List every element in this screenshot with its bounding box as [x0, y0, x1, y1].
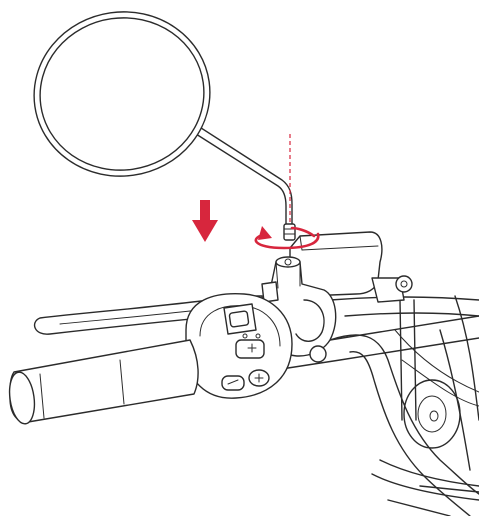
- switch-housing: [185, 293, 293, 399]
- handlebar-grip: [8, 339, 199, 425]
- rotation-arrow-icon: [254, 226, 320, 250]
- master-cylinder: [289, 231, 413, 303]
- mirror: [33, 11, 296, 241]
- down-arrow-icon: [192, 200, 218, 242]
